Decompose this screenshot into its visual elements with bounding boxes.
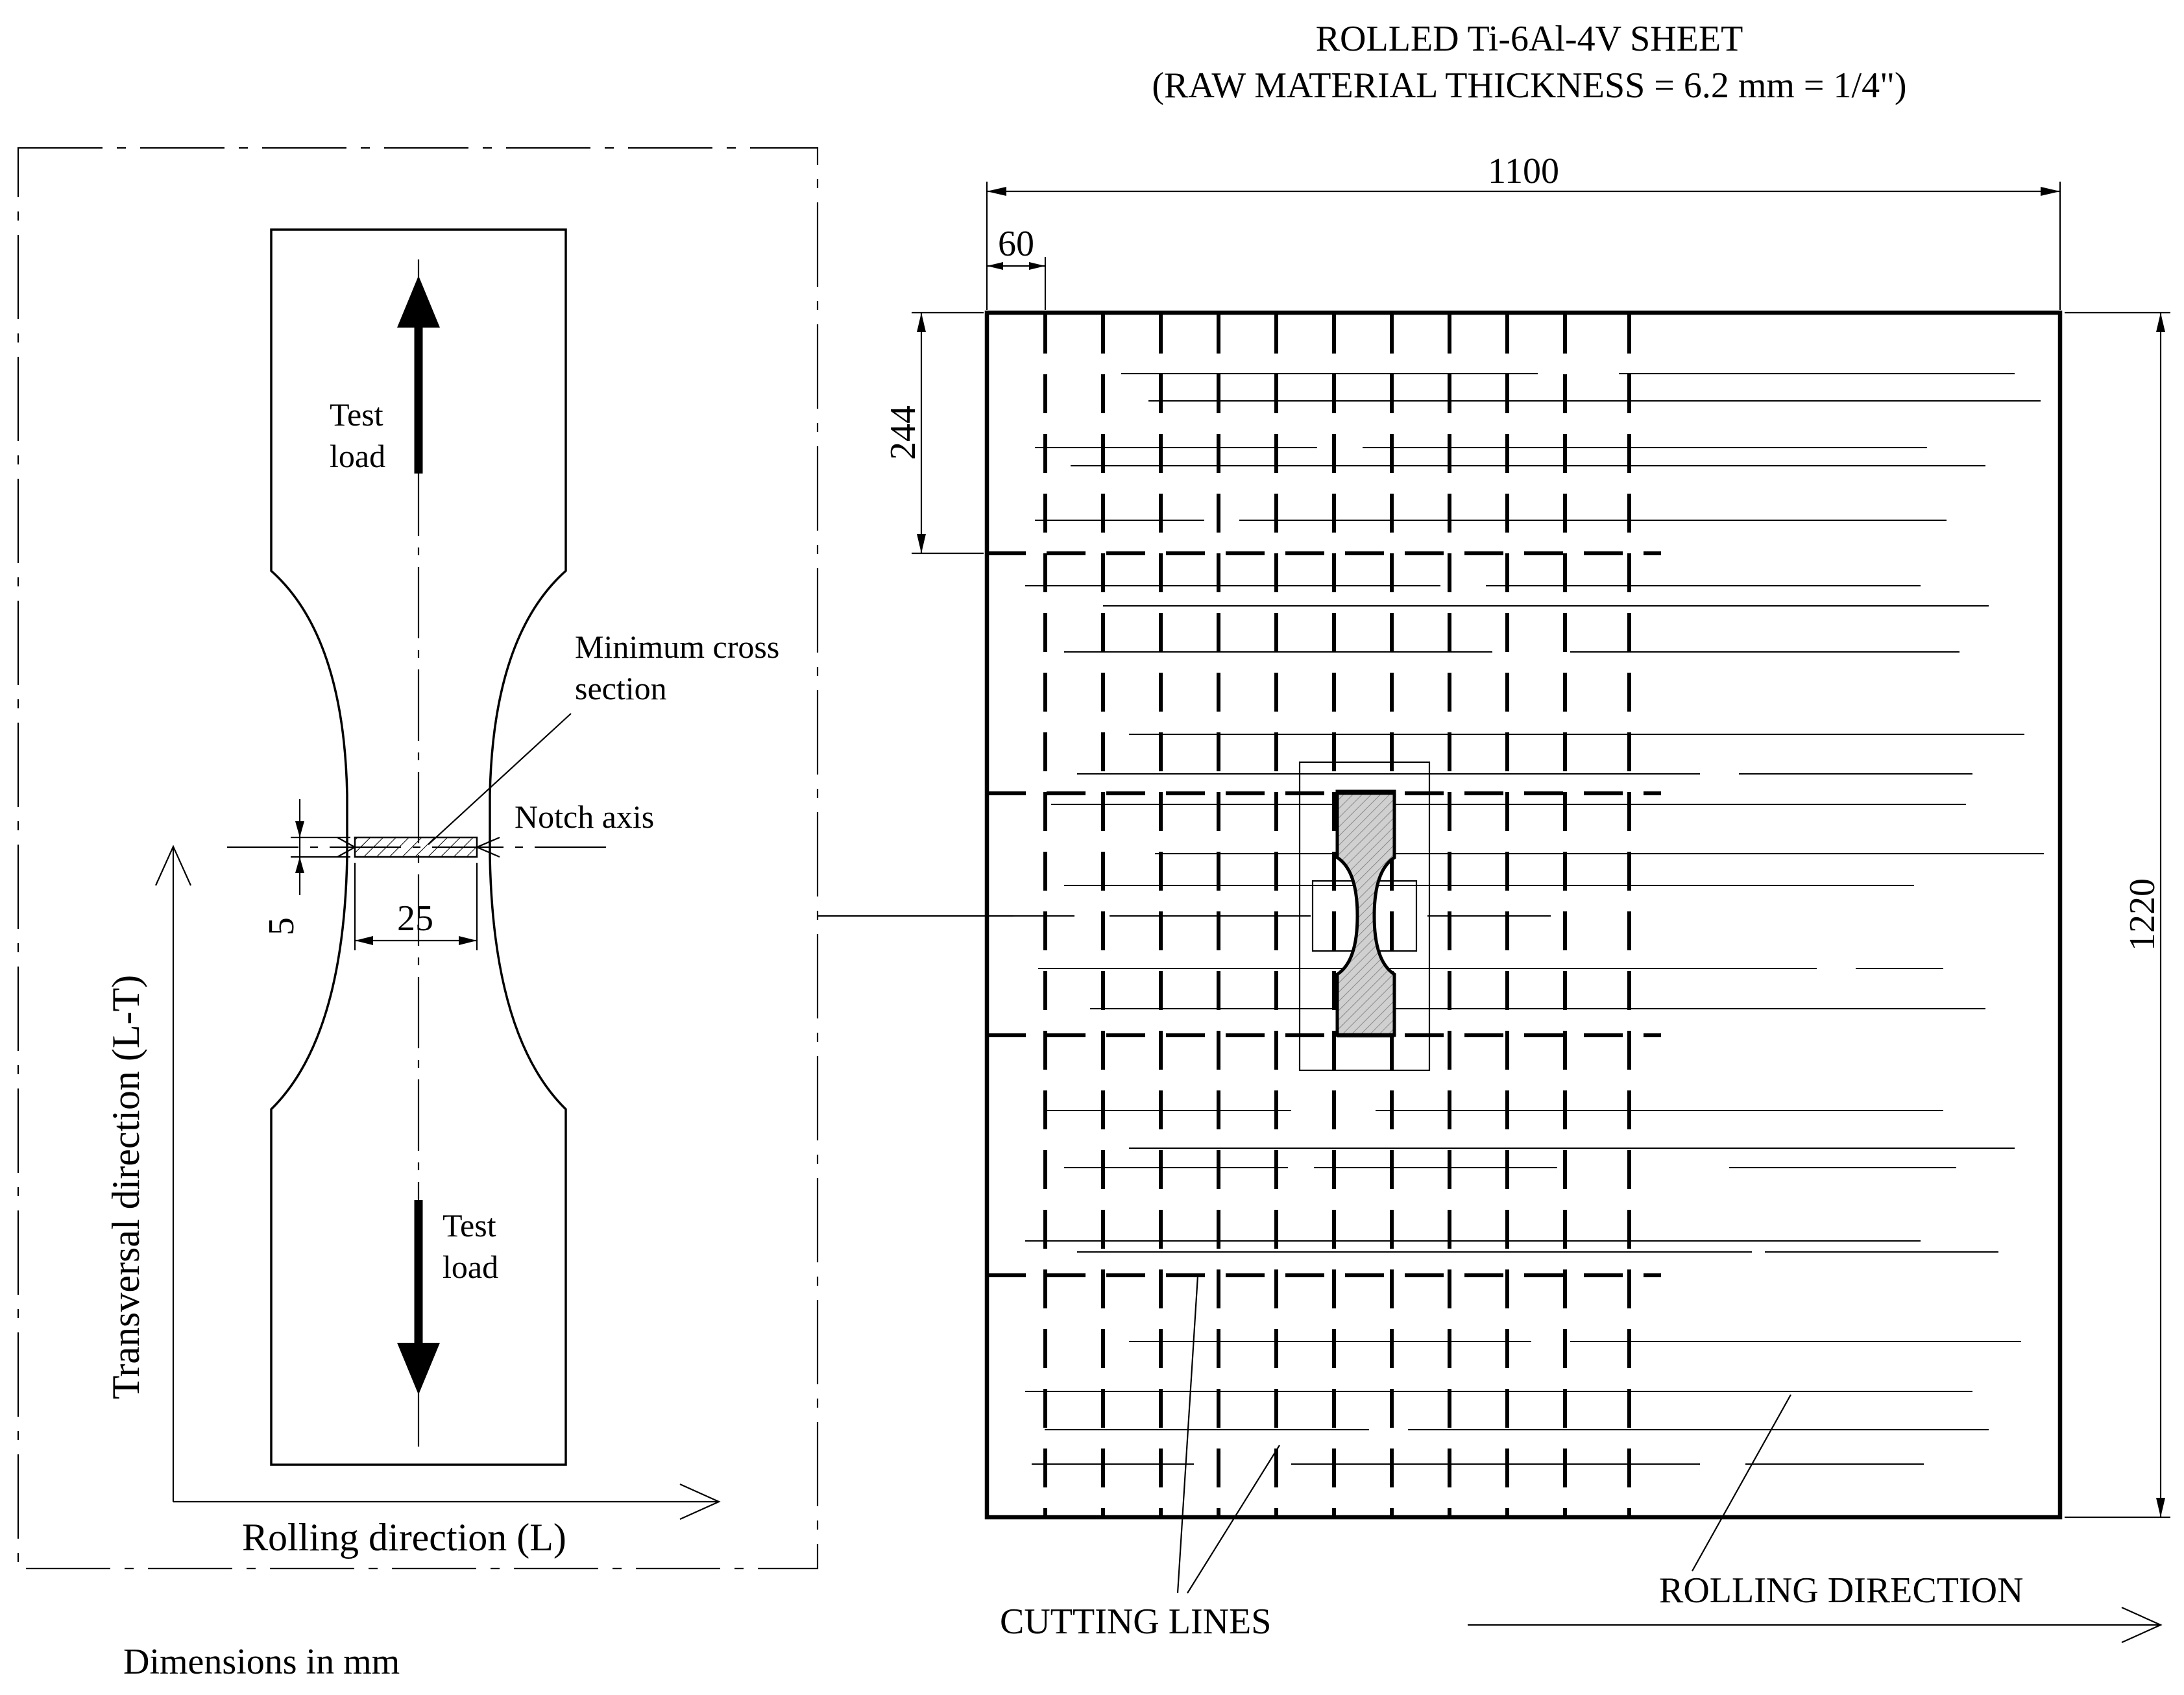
cutting-lines-vertical <box>1043 315 1631 1515</box>
sheet-layout: ROLLED Ti-6Al-4V SHEET (RAW MATERIAL THI… <box>883 19 2170 1644</box>
units-note: Dimensions in mm <box>123 1642 400 1682</box>
test-load-top-line2: load <box>330 438 385 474</box>
sheet-title-line2: (RAW MATERIAL THICKNESS = 6.2 mm = 1/4") <box>1152 66 1906 106</box>
dim-row-height: 244 <box>883 311 984 555</box>
cutting-lines-label: CUTTING LINES <box>1000 1602 1271 1642</box>
test-load-bottom-line2: load <box>443 1249 498 1285</box>
test-load-arrow-up <box>397 276 440 474</box>
sheet-rolling-direction-arrow <box>1468 1606 2163 1644</box>
test-load-arrow-down <box>397 1200 440 1395</box>
test-load-bottom-line1: Test <box>443 1207 496 1244</box>
transversal-direction-arrow <box>154 845 192 1502</box>
detail-frame <box>17 147 819 1570</box>
sheet-outline <box>984 310 2063 1520</box>
sheet-specimen-shape <box>1335 789 1396 1037</box>
min-cross-section-leader <box>428 713 572 845</box>
dim-sheet-width-text: 1100 <box>1488 151 1559 191</box>
dim-notch-height: 5 <box>261 799 350 935</box>
sheet-rolling-direction-label: ROLLING DIRECTION <box>1659 1570 2023 1611</box>
dim-sheet-height: 1220 <box>2065 311 2170 1519</box>
specimen-outline <box>270 228 567 1466</box>
test-load-top-line1: Test <box>330 396 383 433</box>
cutting-lines-leaders <box>1176 1275 1280 1594</box>
sheet-title-line1: ROLLED Ti-6Al-4V SHEET <box>1316 19 1743 59</box>
dim-specimen-width-text: 25 <box>397 898 433 939</box>
rolling-direction-label: Rolling direction (L) <box>242 1516 566 1559</box>
dim-offset-text: 60 <box>998 224 1034 264</box>
transversal-direction-label: Transversal direction (L-T) <box>104 975 147 1399</box>
rolling-direction-leader <box>1692 1394 1791 1572</box>
dim-offset: 60 <box>987 224 1047 310</box>
dim-specimen-width: 25 <box>354 863 478 950</box>
dim-sheet-height-text: 1220 <box>2122 878 2163 951</box>
specimen-detail: Test load Test load Minimum cross sectio… <box>17 147 1013 1570</box>
rolling-texture-lines <box>1012 373 2044 1465</box>
min-cross-section-label-line1: Minimum cross <box>575 629 779 665</box>
dim-row-height-text: 244 <box>883 405 923 460</box>
dim-sheet-width: 1100 <box>986 151 2061 310</box>
dim-notch-height-text: 5 <box>261 917 302 935</box>
cutting-lines-horizontal <box>987 551 1661 1277</box>
sheet-specimen-box <box>1298 761 1431 1072</box>
sheet-specimen <box>1298 761 1431 1072</box>
notch-axis-label: Notch axis <box>515 799 654 835</box>
rolling-direction-arrow <box>173 1483 721 1521</box>
min-cross-section-label-line2: section <box>575 670 667 706</box>
